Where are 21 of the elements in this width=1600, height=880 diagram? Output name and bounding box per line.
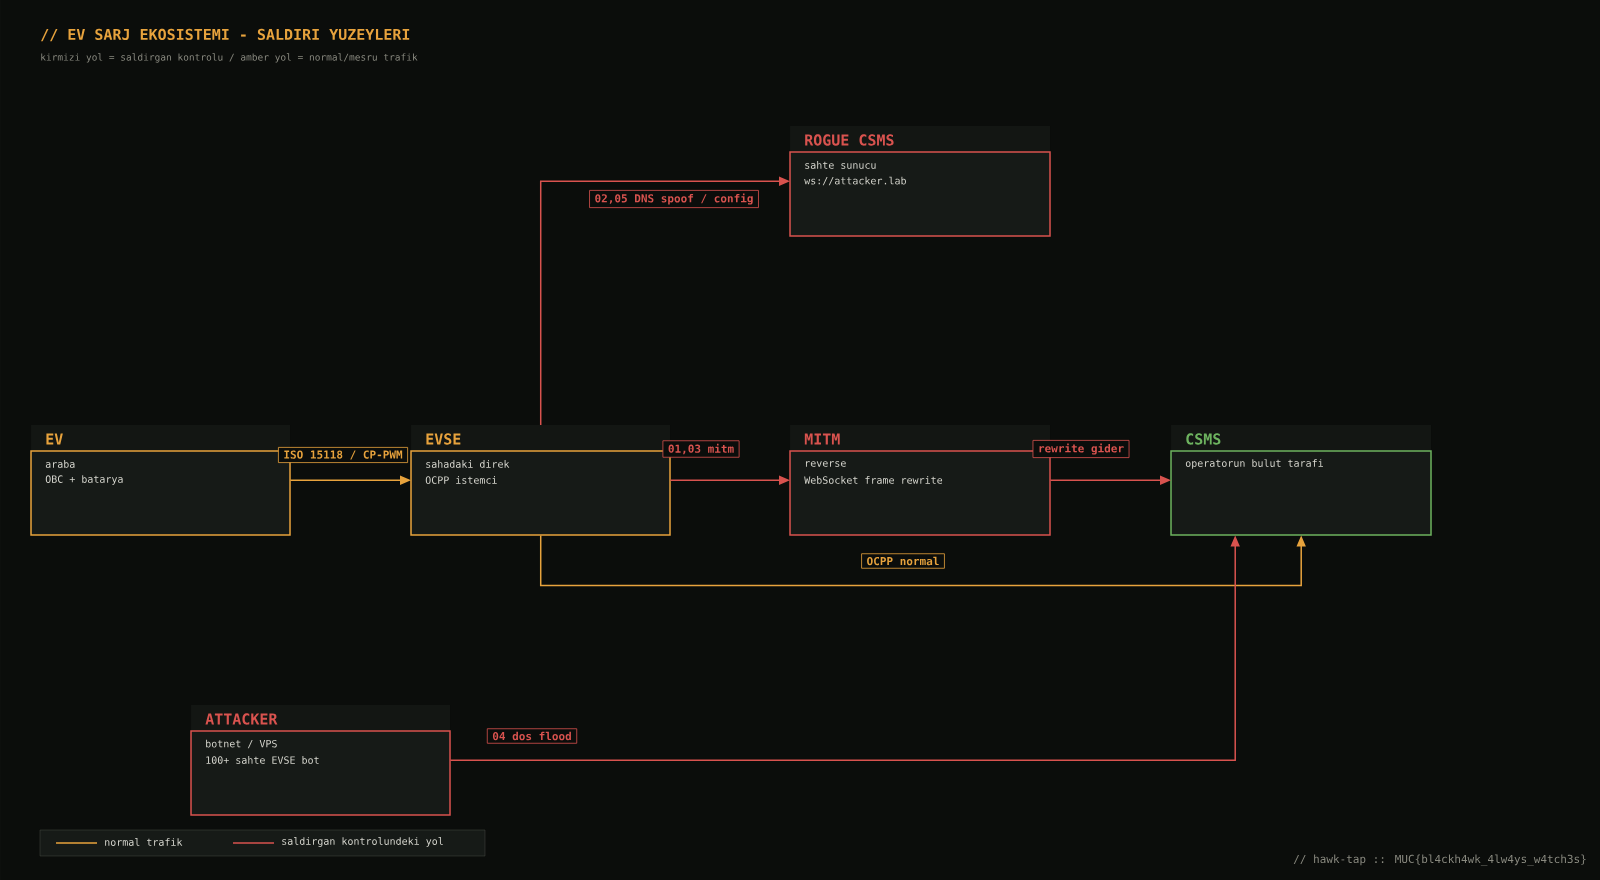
arrow [539,534,1306,587]
edge-label: 04 dos flood [486,728,578,744]
process-box: ROGUE CSMS sahte sunucu ws://attacker.lab [789,126,1051,237]
node-label: EV [46,433,63,445]
edge-label: OCPP normal [861,553,945,569]
footer-note: // hawk-tap :: MUC{bl4ckh4wk_4lw4ys_w4tch3s} [1293,854,1586,866]
edge-label: 01,03 mitm [662,440,740,458]
node-label: CSMS [1186,433,1221,445]
node-label: EVSE [426,433,461,445]
node-label: MITM [804,433,840,445]
legend-text: saldirgan kontrolundeki yol [282,837,443,847]
node-label: ATTACKER [205,713,278,725]
title: // EV SARJ EKOSISTEMI - SALDIRI YUZEYLERI [41,28,410,42]
node-label: ROGUE CSMS [805,134,894,146]
process-box: ATTACKER botnet / VPS 100+ sahte EVSE bot [190,705,451,816]
edge-label: rewrite gider [1032,440,1130,458]
legend-text: normal trafik [105,838,183,846]
process-box: CSMS operatorun bulut tarafi [1170,425,1432,536]
edge-label: 02,05 DNS spoof / config [589,190,759,208]
subtitle: kirmizi yol = saldirgan kontrolu / amber yol = normal/mesru trafik [41,53,418,63]
edge-label: ISO 15118 / CP-PWM [278,447,408,463]
